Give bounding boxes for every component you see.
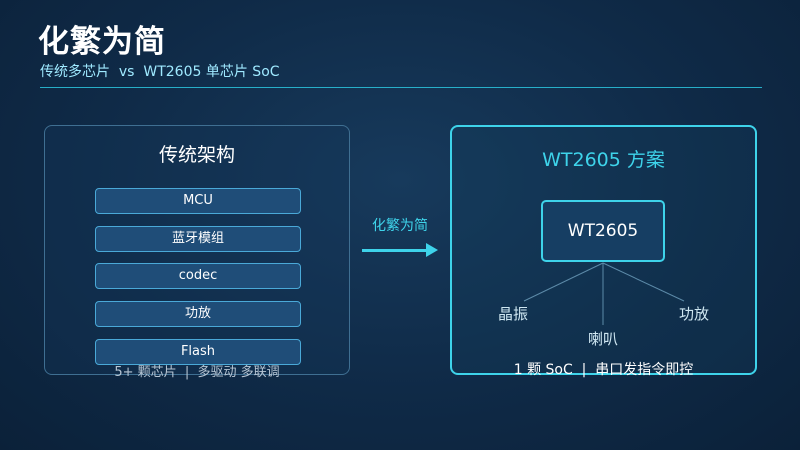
title-divider [40,87,762,88]
right-arrow-icon [426,243,438,257]
solution-panel-title: WT2605 方案 [542,149,665,171]
slide-title: 化繁为简 [38,24,166,60]
chip-codec: codec [95,263,301,289]
link-amplifier [602,262,685,302]
arrow-shaft [362,249,428,252]
traditional-panel-title: 传统架构 [158,144,235,166]
chip-mcu: MCU [95,188,301,214]
chip-flash: Flash [95,339,301,365]
slide-subtitle: 传统多芯片 vs WT2605 单芯片 SoC [40,64,280,80]
node-speaker: 喇叭 [587,330,618,348]
link-crystal [523,262,604,302]
arrow-label: 化繁为简 [372,218,428,234]
chip-amplifier: 功放 [95,301,301,327]
solution-caption: 1 颗 SoC | 串口发指令即控 [513,362,694,378]
node-amplifier: 功放 [678,305,709,323]
traditional-architecture-panel: 传统架构 MCU 蓝牙模组 codec 功放 Flash [44,125,350,375]
chip-bluetooth-module: 蓝牙模组 [95,226,301,252]
node-crystal: 晶振 [497,305,528,323]
wt2605-soc-box: WT2605 [541,200,665,262]
traditional-caption: 5+ 颗芯片 | 多驱动 多联调 [114,365,280,380]
